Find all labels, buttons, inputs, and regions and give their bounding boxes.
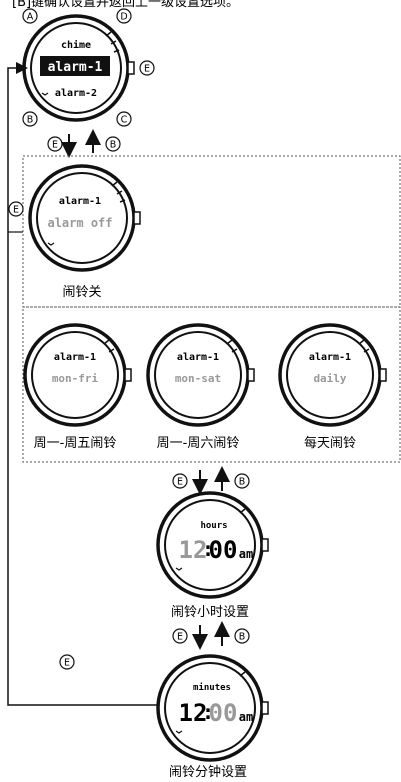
mode-watch-daily: alarm-1 daily [278,323,387,427]
svg-text:E: E [52,140,58,151]
arrow-b-up-1: B [85,129,121,153]
minutes-value-minute: 00 [209,699,238,727]
hours-caption: 闹铃小时设置 [171,605,249,620]
button-label-b-top: B [22,111,38,127]
mode-value-1: mon-fri [52,372,99,385]
alarm-off-title: alarm-1 [59,196,101,207]
button-label-e-return: E [59,654,75,670]
mode-watch-mon-fri: alarm-1 mon-fri [23,323,132,427]
svg-text:E: E [177,632,183,643]
header-text: [B]键确认设置并返回上一级设置选项。 [12,0,239,10]
top-watch-line2: alarm-1 [48,60,103,75]
hours-ampm: am [239,547,253,561]
mode-caption-3: 每天闹铃 [304,435,356,451]
svg-text:B: B [239,477,246,488]
mode-watch-mon-sat: alarm-1 mon-sat [146,323,255,427]
return-loop-line [7,62,158,706]
hours-title: hours [200,521,227,531]
svg-text:B: B [27,115,34,126]
alarm-off-caption: 闹铃关 [62,285,101,300]
svg-text:B: B [239,632,246,643]
svg-text:E: E [13,205,19,216]
hours-value-minute: 00 [209,536,238,564]
svg-text:E: E [64,658,70,669]
mode-title-3: alarm-1 [309,352,351,363]
alarm-off-value: alarm off [47,216,112,230]
svg-text:E: E [177,477,183,488]
top-watch-highlight [40,56,110,76]
minutes-title: minutes [193,682,231,693]
mode-title-2: alarm-1 [177,352,219,363]
mode-caption-2: 周一-周六闹铃 [157,436,240,451]
arrow-b-up-3: B [214,621,250,646]
alarm-days-box [22,306,401,463]
minutes-colon: : [202,700,214,724]
mode-title-1: alarm-1 [54,352,96,363]
minutes-caption: 闹铃分钟设置 [169,764,247,780]
minutes-value-hour: 12 [179,699,208,727]
button-label-d: D [116,8,132,24]
svg-text:C: C [121,115,128,126]
minutes-ampm: am [239,710,253,724]
mode-value-3: daily [313,372,346,385]
hours-colon: : [202,537,214,561]
arrow-b-up-2: B [214,466,250,491]
minutes-watch: minutes 12 : 00 am [156,654,269,762]
arrow-e-down-2: E [172,470,208,495]
svg-text:D: D [120,12,127,23]
top-watch-line1: chime [61,39,91,51]
mode-caption-1: 周一-周五闹铃 [34,436,117,451]
svg-text:B: B [110,140,117,151]
top-watch: chime alarm-1 alarm-2 [22,14,135,122]
button-label-e-top: E [139,60,155,76]
button-label-a: A [22,8,38,24]
svg-text:A: A [27,12,34,23]
arrow-e-down-1: E [47,134,77,158]
mode-value-2: mon-sat [175,372,221,385]
hours-value-hour: 12 [179,536,208,564]
top-watch-line3: alarm-2 [55,88,97,99]
svg-text:E: E [144,64,150,75]
alarm-off-watch: alarm-1 alarm off [28,164,141,272]
arrow-e-down-3: E [172,625,208,650]
button-label-c: C [116,111,132,127]
hours-watch: hours 12 : 00 am [156,491,269,599]
button-label-e-left: E [8,201,24,217]
